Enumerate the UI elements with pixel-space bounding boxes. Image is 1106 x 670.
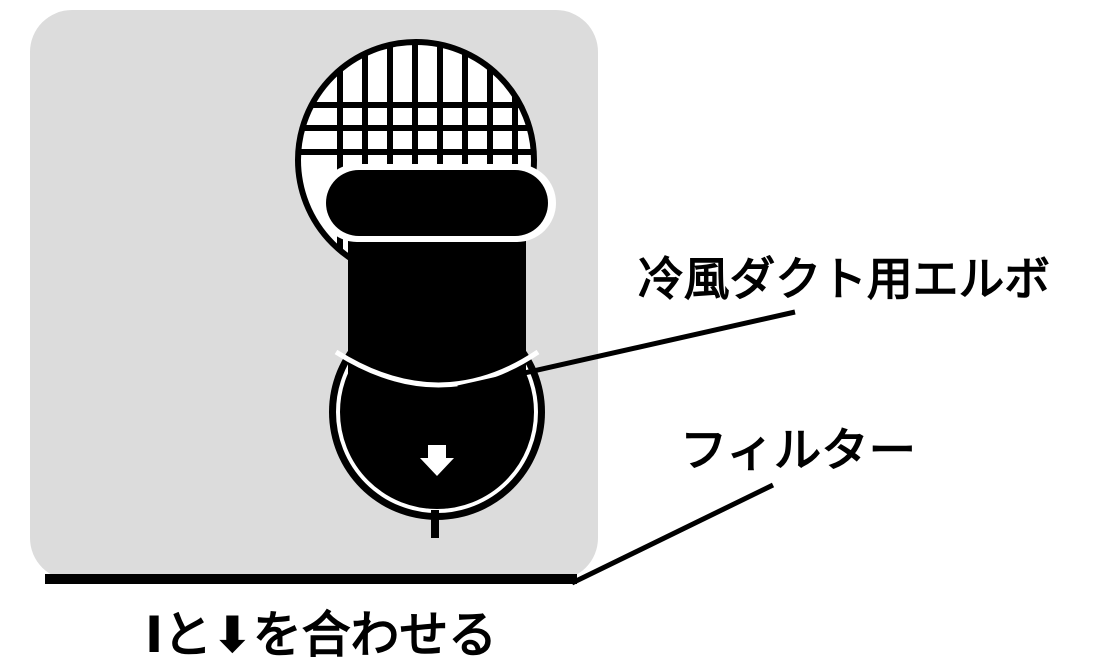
down-arrow-icon <box>420 445 454 476</box>
filter-line <box>45 574 577 584</box>
elbow-label: 冷風ダクト用エルボ <box>638 252 1050 306</box>
instruction-label: Iと⬇を合わせる <box>145 606 497 664</box>
filter-leader-line <box>570 482 775 586</box>
elbow-leader-line <box>457 309 796 391</box>
duct-elbow <box>318 164 556 520</box>
filter-label: フィルター <box>680 423 916 477</box>
alignment-mark <box>431 510 439 538</box>
